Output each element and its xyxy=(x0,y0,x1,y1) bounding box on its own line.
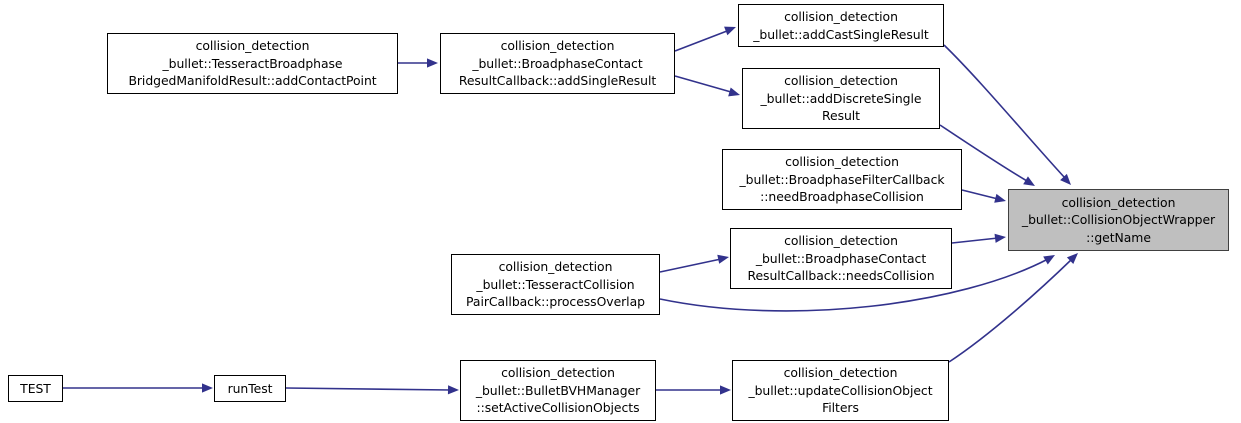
node-TEST[interactable]: TEST xyxy=(8,375,63,402)
edge-runTest-to-setActiveCollisionObjects xyxy=(285,387,452,391)
node-label-setActiveCollisionObjects: collision_detection _bullet::BulletBVHMa… xyxy=(475,365,641,416)
arrowhead-processOverlap-to-needsCollision xyxy=(717,254,729,264)
node-processOverlap[interactable]: collision_detection _bullet::TesseractCo… xyxy=(451,254,660,315)
node-label-runTest: runTest xyxy=(227,380,273,396)
node-addContactPoint[interactable]: collision_detection _bullet::TesseractBr… xyxy=(107,33,398,94)
edge-updateCollisionObjectFilters-to-getName xyxy=(948,258,1073,363)
arrowhead-processOverlap-to-getName xyxy=(1043,255,1055,265)
node-needBroadphaseCollision[interactable]: collision_detection _bullet::BroadphaseF… xyxy=(722,149,962,210)
arrowhead-updateCollisionObjectFilters-to-getName xyxy=(1066,253,1078,264)
node-needsCollision[interactable]: collision_detection _bullet::BroadphaseC… xyxy=(730,228,952,289)
node-label-addContactPoint: collision_detection _bullet::TesseractBr… xyxy=(128,38,377,89)
node-setActiveCollisionObjects[interactable]: collision_detection _bullet::BulletBVHMa… xyxy=(460,360,656,421)
arrowhead-addSingleResult-to-addDiscreteSingleResult xyxy=(728,87,740,97)
arrowhead-addSingleResult-to-addCastSingleResult xyxy=(724,26,736,36)
node-label-addCastSingleResult: collision_detection _bullet::addCastSing… xyxy=(753,9,929,42)
node-label-updateCollisionObjectFilters: collision_detection _bullet::updateColli… xyxy=(748,365,933,416)
arrowhead-addContactPoint-to-addSingleResult xyxy=(427,58,438,68)
node-getName[interactable]: collision_detection _bullet::CollisionOb… xyxy=(1008,189,1229,251)
node-updateCollisionObjectFilters[interactable]: collision_detection _bullet::updateColli… xyxy=(732,360,949,421)
node-label-addSingleResult: collision_detection _bullet::BroadphaseC… xyxy=(458,38,657,89)
node-addSingleResult[interactable]: collision_detection _bullet::BroadphaseC… xyxy=(440,33,675,94)
edge-addSingleResult-to-addCastSingleResult xyxy=(674,30,728,52)
edge-addCastSingleResult-to-getName xyxy=(943,44,1066,179)
node-addCastSingleResult[interactable]: collision_detection _bullet::addCastSing… xyxy=(738,4,944,47)
arrowhead-needBroadphaseCollision-to-getName xyxy=(994,193,1006,203)
node-label-getName: collision_detection _bullet::CollisionOb… xyxy=(1021,194,1216,245)
arrowhead-needsCollision-to-getName xyxy=(994,233,1006,243)
edge-needsCollision-to-getName xyxy=(951,237,999,244)
edge-addSingleResult-to-addDiscreteSingleResult xyxy=(674,75,732,93)
arrowhead-runTest-to-setActiveCollisionObjects xyxy=(447,385,459,395)
arrowhead-addCastSingleResult-to-getName xyxy=(1060,173,1071,185)
edge-needBroadphaseCollision-to-getName xyxy=(961,189,999,200)
edge-processOverlap-to-needsCollision xyxy=(659,258,722,273)
arrowhead-TEST-to-runTest xyxy=(202,383,213,393)
node-label-processOverlap: collision_detection _bullet::TesseractCo… xyxy=(466,259,645,310)
node-addDiscreteSingleResult[interactable]: collision_detection _bullet::addDiscrete… xyxy=(742,68,940,129)
node-runTest[interactable]: runTest xyxy=(214,375,286,402)
node-label-TEST: TEST xyxy=(20,380,51,396)
arrowhead-setActiveCollisionObjects-to-updateCollisionObjectFilters xyxy=(720,385,731,395)
node-label-needBroadphaseCollision: collision_detection _bullet::BroadphaseF… xyxy=(739,154,945,205)
node-label-needsCollision: collision_detection _bullet::BroadphaseC… xyxy=(747,233,935,284)
node-label-addDiscreteSingleResult: collision_detection _bullet::addDiscrete… xyxy=(760,73,922,124)
arrowhead-addDiscreteSingleResult-to-getName xyxy=(1023,176,1035,186)
